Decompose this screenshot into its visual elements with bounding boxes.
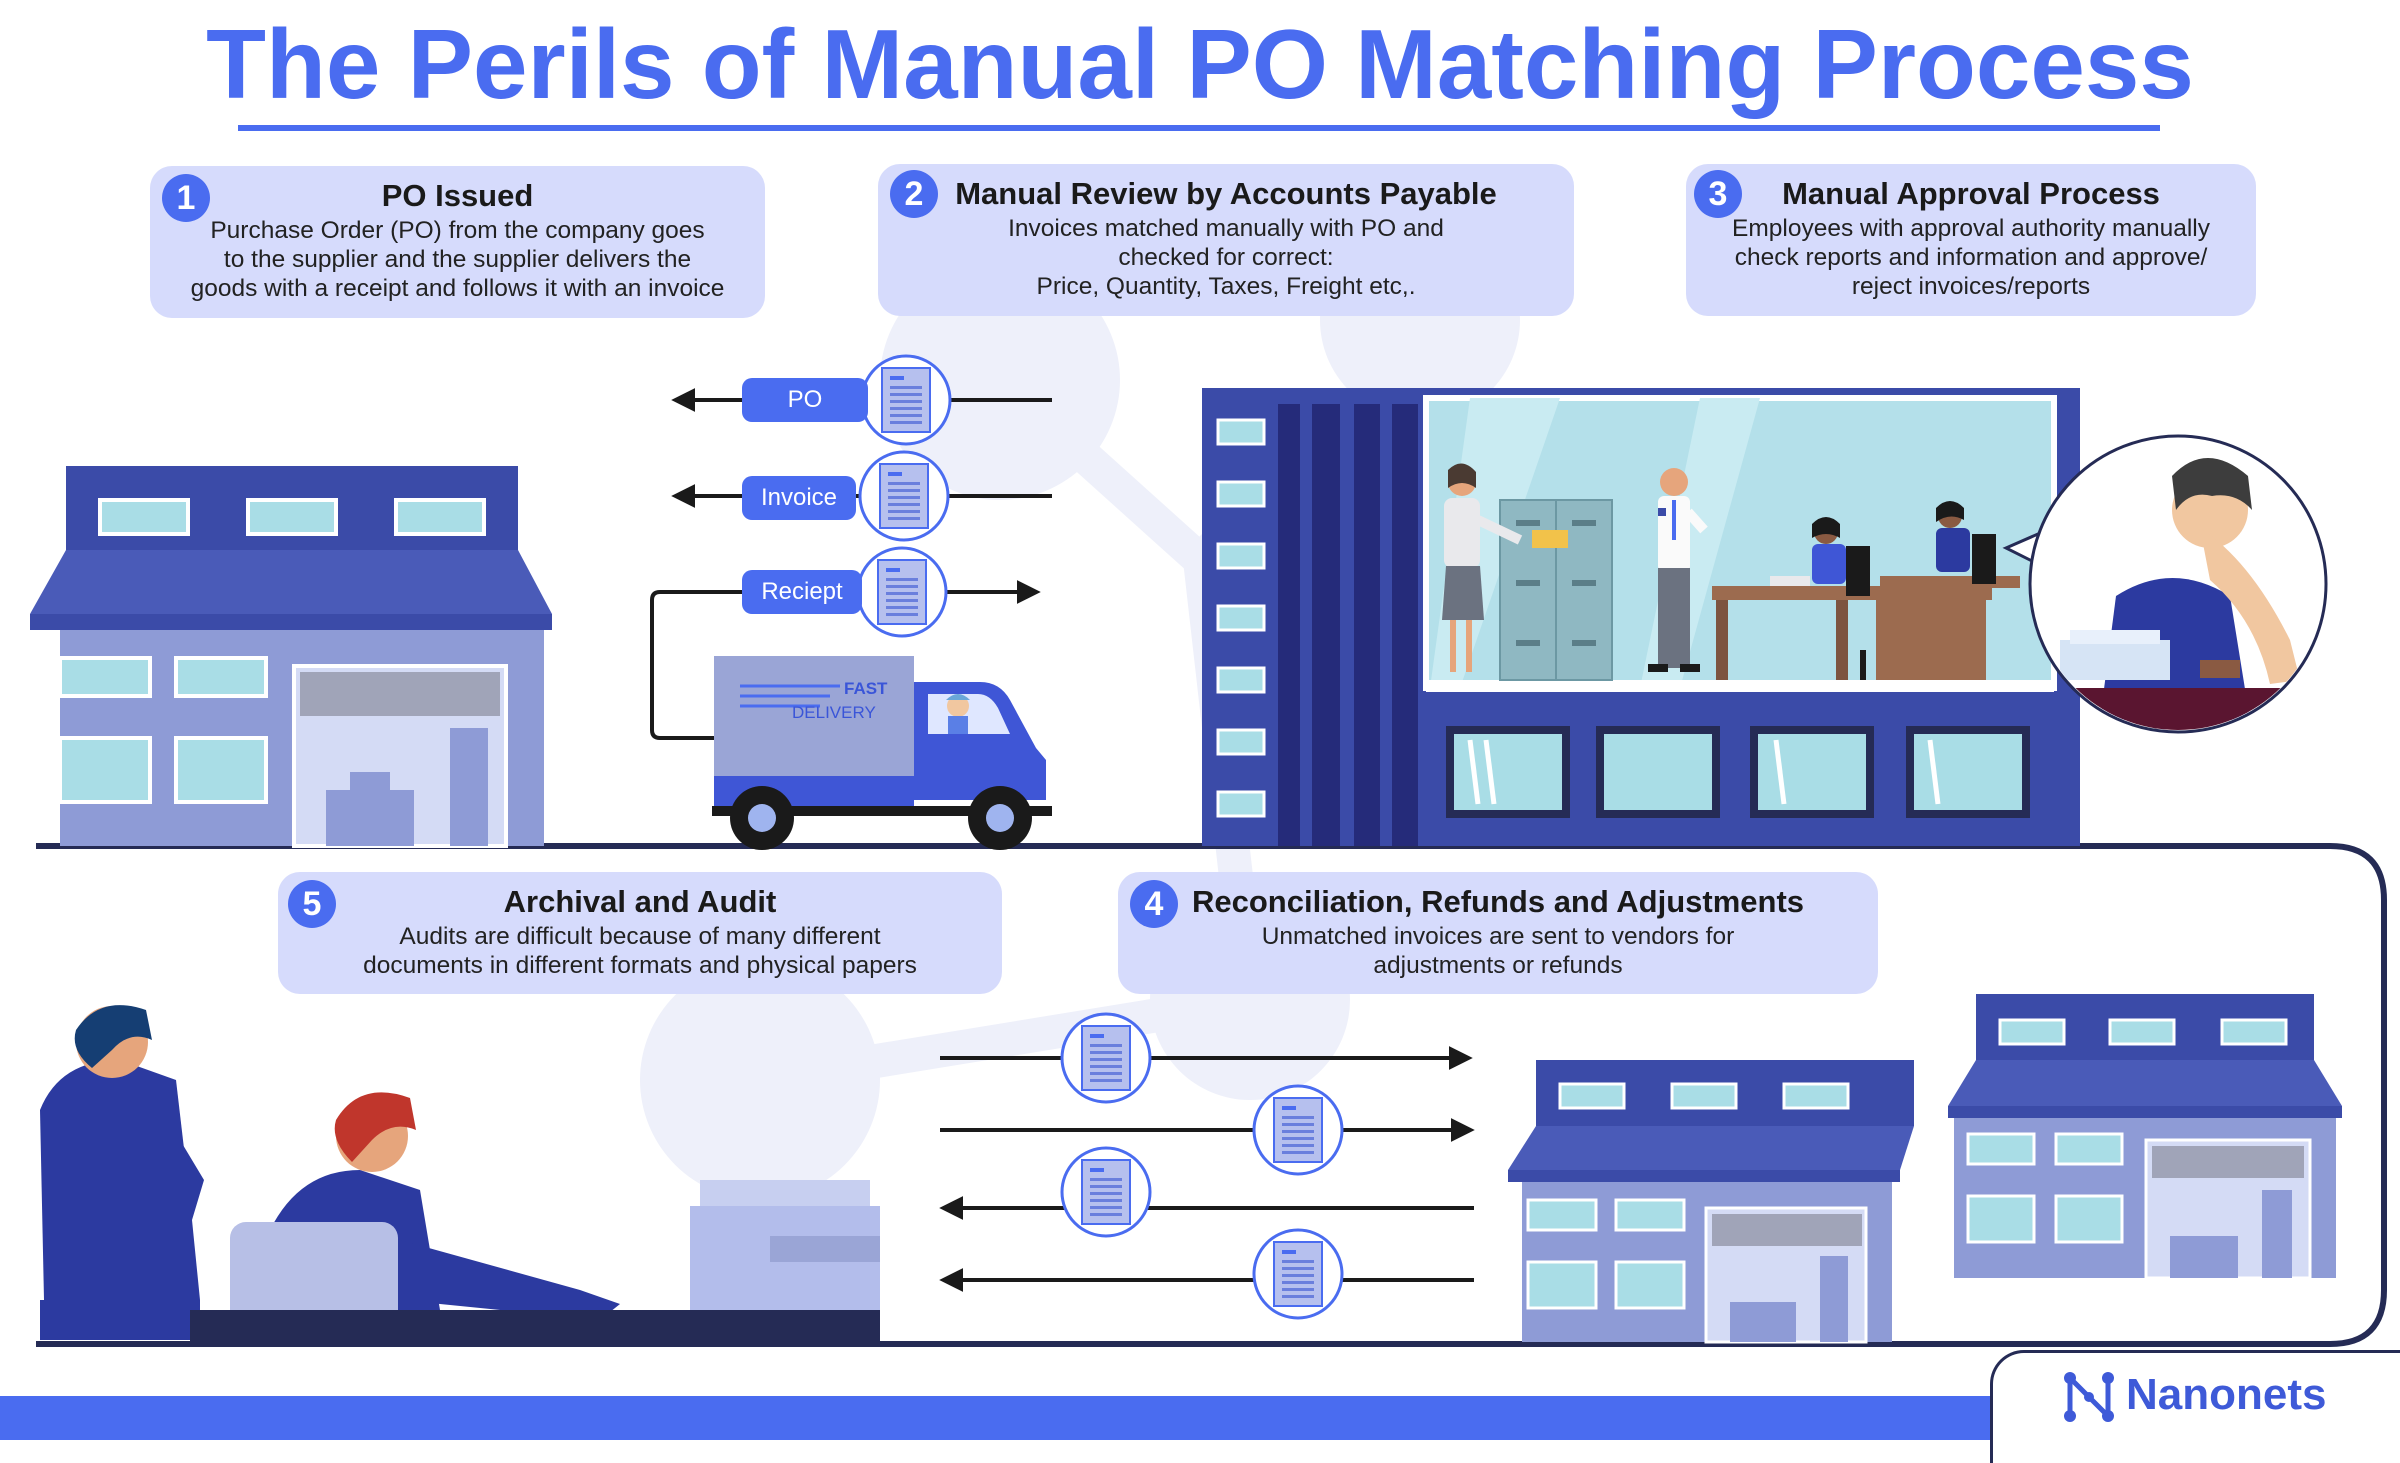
step-number-badge: 2 [890,170,938,218]
brand-name: Nanonets [2126,1370,2327,1419]
truck-text-delivery: DELIVERY [792,703,876,722]
document-icon [1060,1012,1152,1104]
page-title: The Perils of Manual PO Matching Process [206,9,2194,119]
step-desc-line: Audits are difficult because of many dif… [399,923,881,950]
title-underline [238,125,2160,131]
truck-text-fast: FAST [844,679,888,698]
step-desc-line: reject invoices/reports [1851,273,2091,300]
step-title: Archival and Audit [503,884,777,919]
step-card-1: 1 PO Issued Purchase Order (PO) from the… [150,166,765,318]
step-card-4: 4 Reconciliation, Refunds and Adjustment… [1118,872,1878,994]
vendor-building [1508,1060,1914,1344]
receipt-label: Reciept [742,570,862,614]
step-desc-line: Invoices matched manually with PO and [1008,215,1444,242]
office-building [1202,388,2080,846]
document-icon [1060,1146,1152,1238]
step-number-badge: 4 [1130,880,1178,928]
document-icon [856,546,948,638]
step-card-2: 2 Manual Review by Accounts Payable Invo… [878,164,1574,316]
step-desc-line: Employees with approval authority manual… [1732,215,2210,242]
step-desc-line: goods with a receipt and follows it with… [190,275,725,302]
auditors-scene [40,1005,880,1344]
vendor-building [1948,994,2342,1280]
step-title: PO Issued [381,178,534,213]
step-desc-line: adjustments or refunds [1373,952,1623,979]
step-number-badge: 1 [162,174,210,222]
step-desc-line: Price, Quantity, Taxes, Freight etc,. [1036,273,1416,300]
step-desc-line: checked for correct: [1118,244,1334,271]
document-icon [860,354,952,446]
step-title: Manual Approval Process [1782,176,2160,211]
delivery-truck: FAST DELIVERY [712,656,1052,850]
step-card-3: 3 Manual Approval Process Employees with… [1686,164,2256,316]
stressed-employee-zoom [2002,434,2328,734]
step-desc-line: check reports and information and approv… [1734,244,2208,271]
step-desc-line: Purchase Order (PO) from the company goe… [210,217,705,244]
nanonets-logo-icon [2064,1372,2114,1422]
step-number-badge: 3 [1694,170,1742,218]
step-desc-line: to the supplier and the supplier deliver… [223,246,692,273]
step-title: Manual Review by Accounts Payable [955,176,1497,211]
document-icon [1252,1228,1344,1320]
step-card-5: 5 Archival and Audit Audits are difficul… [278,872,1002,994]
po-label: PO [742,378,868,422]
document-icon [1252,1084,1344,1176]
step-number-badge: 5 [288,880,336,928]
step-desc-line: Unmatched invoices are sent to vendors f… [1261,923,1735,950]
step-title: Reconciliation, Refunds and Adjustments [1191,884,1805,919]
step-desc-line: documents in different formats and physi… [363,952,917,979]
document-icon [858,450,950,542]
invoice-label: Invoice [742,476,856,520]
company-building [30,466,552,848]
